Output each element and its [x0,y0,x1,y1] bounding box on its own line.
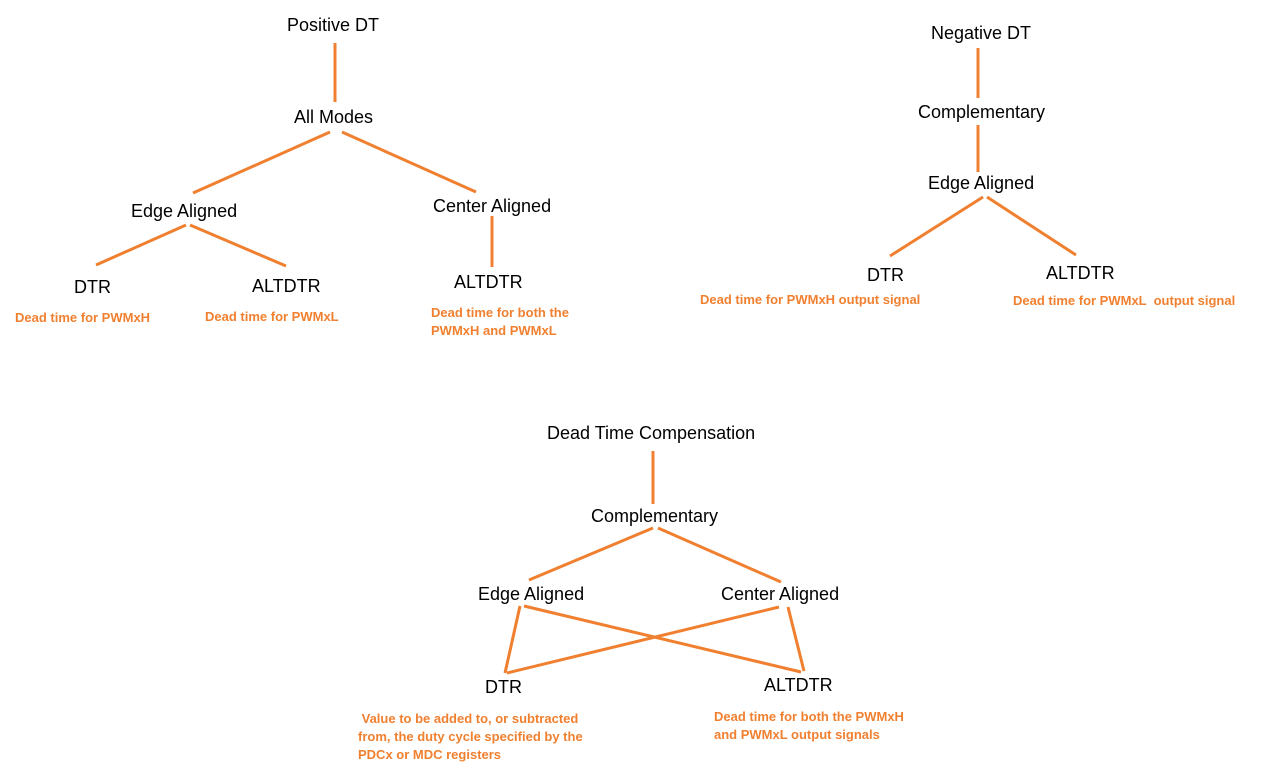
positive-edge-aligned: Edge Aligned [131,201,238,221]
positive-center-aligned: Center Aligned [433,196,552,216]
compensation-altdtr-note: Dead time for both the PWMxH and PWMxL o… [714,709,904,742]
positive-altdtr-center: ALTDTR [454,272,523,292]
connector-comp-edge-altdtr [523,604,802,674]
positive-dtr: DTR [74,277,111,297]
compensation-dtr: DTR [485,677,522,697]
negative-dtr: DTR [867,265,904,285]
connector-negative-edge-altdtr [986,195,1077,257]
positive-dtr-note: Dead time for PWMxH [15,310,151,325]
connector-edge-altdtr [189,223,287,268]
compensation-root: Dead Time Compensation [547,423,756,443]
connector-comp-center-altdtr [786,606,806,672]
connector-edge-dtr [95,223,187,267]
connector-negative-edge-dtr [889,195,984,258]
positive-dt-root: Positive DT [287,15,380,35]
negative-altdtr: ALTDTR [1046,263,1115,283]
connector-modes-edge [192,130,331,195]
negative-edge-aligned: Edge Aligned [928,173,1035,193]
connector-comp-mode-center [657,526,782,584]
connector-comp-center-dtr [506,605,780,675]
negative-complementary: Complementary [918,102,1046,122]
connector-comp-mode-edge [528,526,654,582]
compensation-center-aligned: Center Aligned [721,584,840,604]
connector-comp-edge-dtr [503,605,522,674]
compensation-complementary: Complementary [591,506,719,526]
connector-modes-center [341,130,477,194]
positive-altdtr-edge-note: Dead time for PWMxL [205,309,339,324]
positive-altdtr-edge: ALTDTR [252,276,321,296]
compensation-altdtr: ALTDTR [764,675,833,695]
negative-altdtr-note: Dead time for PWMxL output signal [1013,293,1236,308]
positive-altdtr-center-note: Dead time for both the PWMxH and PWMxL [431,305,569,338]
negative-dt-root: Negative DT [931,23,1032,43]
compensation-edge-aligned: Edge Aligned [478,584,585,604]
compensation-dtr-note: Value to be added to, or subtracted from… [358,711,583,762]
positive-all-modes: All Modes [294,107,374,127]
negative-dtr-note: Dead time for PWMxH output signal [700,292,921,307]
